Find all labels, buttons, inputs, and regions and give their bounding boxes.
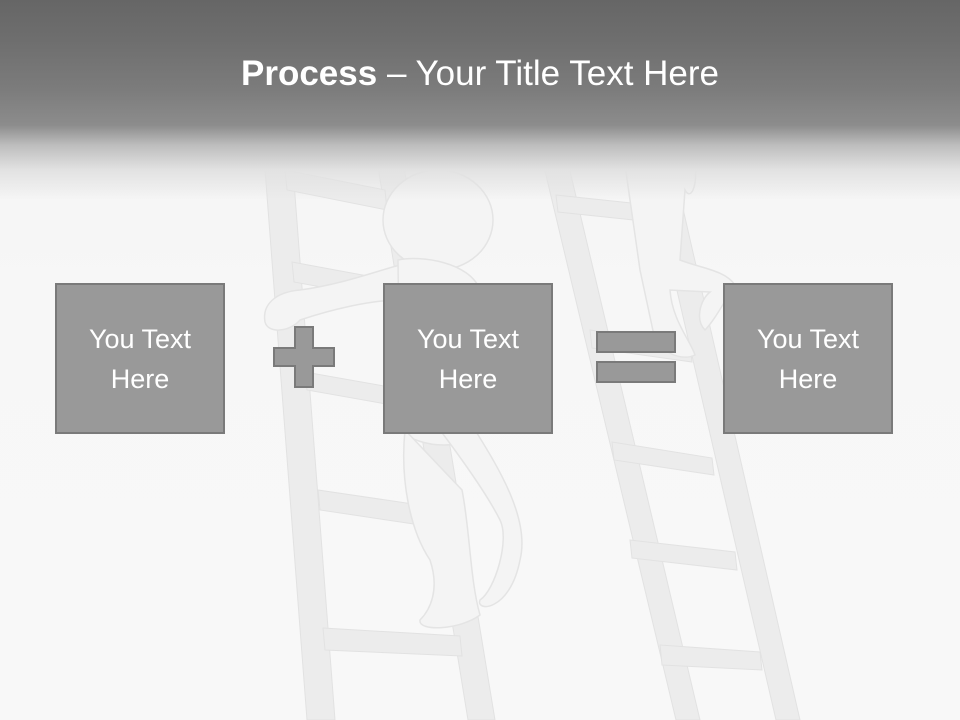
process-box-1: You Text Here bbox=[55, 283, 225, 434]
equals-icon bbox=[596, 331, 676, 383]
title-bold: Process bbox=[241, 54, 378, 93]
process-box-2: You Text Here bbox=[383, 283, 553, 434]
process-box-label: You Text Here bbox=[416, 323, 520, 394]
plus-icon bbox=[273, 326, 335, 388]
process-box-label: You Text Here bbox=[756, 323, 860, 394]
process-box-3: You Text Here bbox=[723, 283, 893, 434]
header-band bbox=[0, 0, 960, 200]
process-box-label: You Text Here bbox=[88, 323, 192, 394]
title-text: – Your Title Text Here bbox=[377, 54, 719, 93]
slide-title: Process – Your Title Text Here bbox=[0, 52, 960, 96]
